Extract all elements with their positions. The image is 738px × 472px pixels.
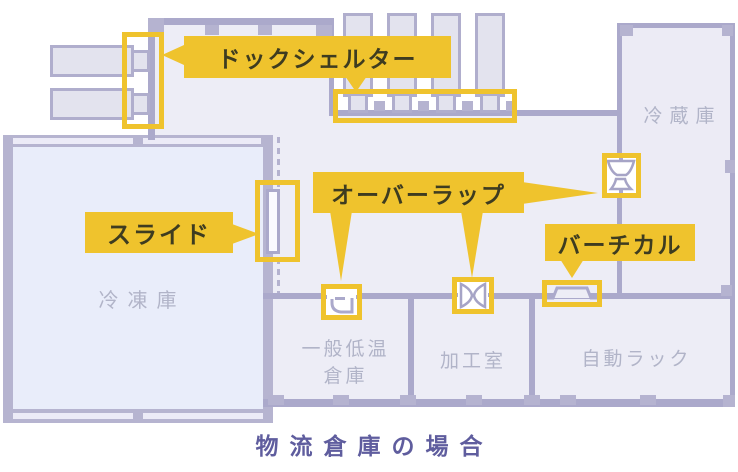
dock-bay-foot — [348, 93, 368, 113]
room-freezer — [10, 145, 265, 411]
pillar — [462, 101, 473, 111]
pillar — [506, 101, 517, 111]
room-label-refrigerator: 冷蔵庫 — [643, 106, 722, 127]
pillar — [723, 395, 735, 407]
pillar — [148, 18, 164, 34]
freezer-wall-bottom — [3, 409, 273, 423]
callout-dock-shelter-label: ドックシェルター — [217, 46, 418, 72]
wall-rooms-top — [263, 293, 735, 299]
pillar — [418, 101, 429, 111]
pillar — [722, 25, 733, 36]
pillar — [268, 395, 284, 405]
overlap-pointer-right — [522, 182, 598, 204]
dock-shelter-top-highlight-icon — [333, 89, 517, 123]
overlap-pointer-down-right — [461, 211, 483, 278]
vertical-door-icon — [546, 286, 598, 300]
dock-bay-bar — [50, 45, 134, 77]
dock-bay-foot — [436, 93, 456, 113]
pillar — [466, 395, 482, 405]
freezer-wall-panel — [13, 138, 133, 144]
room-label-freezer: 冷凍庫 — [98, 290, 186, 312]
pillar — [374, 101, 385, 111]
pillar — [258, 25, 272, 35]
dock-shelter-pointer-left — [162, 45, 184, 65]
pillar — [640, 395, 656, 405]
callout-slide: スライド — [85, 212, 233, 253]
overlap-pointer-down-left — [330, 211, 352, 281]
diagram-caption: 物流倉庫の場合 — [255, 433, 494, 459]
vertical-door-highlight — [542, 280, 602, 307]
wall-processing-autorack — [529, 299, 535, 399]
vertical-pointer-down — [560, 259, 584, 278]
wall-left — [148, 18, 155, 140]
freezer-wall-left — [3, 135, 13, 423]
callout-vertical: バーチカル — [545, 224, 695, 261]
freezer-wall-panel — [13, 413, 133, 419]
pillar — [333, 395, 349, 405]
freezer-wall-panel — [143, 138, 261, 144]
dock-shelter-left-highlight-icon — [122, 32, 164, 129]
dock-shelter-pointer-down — [345, 76, 367, 92]
room-label-auto-rack: 自動ラック — [581, 349, 692, 370]
dock-bay-bar — [50, 88, 134, 120]
wall-right — [730, 23, 735, 403]
pillar — [400, 395, 416, 405]
overlap-butterfly-door-icon — [452, 281, 494, 310]
dock-bay-foot — [480, 93, 500, 113]
pillar — [560, 395, 576, 405]
pillar — [524, 395, 540, 405]
callout-overlap: オーバーラップ — [313, 172, 524, 213]
dock-bay-foot — [131, 50, 150, 72]
wall-under-docks — [329, 110, 620, 116]
pillar — [620, 25, 633, 36]
room-label-general-low-temp-1: 一般低温 — [301, 339, 390, 360]
callout-overlap-label: オーバーラップ — [331, 181, 506, 208]
slide-pointer-right — [232, 224, 259, 244]
wall-refrigerator-top — [617, 23, 735, 28]
slide-door-highlight — [255, 180, 300, 262]
room-label-processing: 加工室 — [439, 351, 506, 372]
overlap-butterfly-door-highlight — [452, 277, 494, 314]
wall-top — [148, 18, 334, 25]
room-label-general-low-temp-2: 倉庫 — [323, 366, 368, 387]
freezer-wall-panel — [143, 413, 263, 419]
freezer-wall-right — [263, 135, 273, 409]
callout-slide-label: スライド — [107, 222, 211, 249]
slide-door-icon — [266, 189, 280, 254]
wall-lowtemp-processing — [408, 299, 414, 399]
wall-bottom — [263, 399, 735, 407]
callout-dock-shelter: ドックシェルター — [184, 36, 451, 78]
dock-bay-foot — [131, 93, 150, 115]
pillar — [725, 160, 735, 173]
callout-vertical-label: バーチカル — [557, 231, 683, 258]
dock-bay-bar — [475, 13, 505, 97]
overlap-hourglass-door-highlight — [602, 153, 641, 198]
pillar — [721, 285, 732, 296]
pillar — [316, 25, 332, 39]
pillar — [205, 25, 219, 35]
overlap-hourglass-door-icon — [606, 153, 636, 198]
dock-bay-foot — [392, 93, 412, 113]
overlap-swing-door-highlight — [321, 284, 362, 320]
